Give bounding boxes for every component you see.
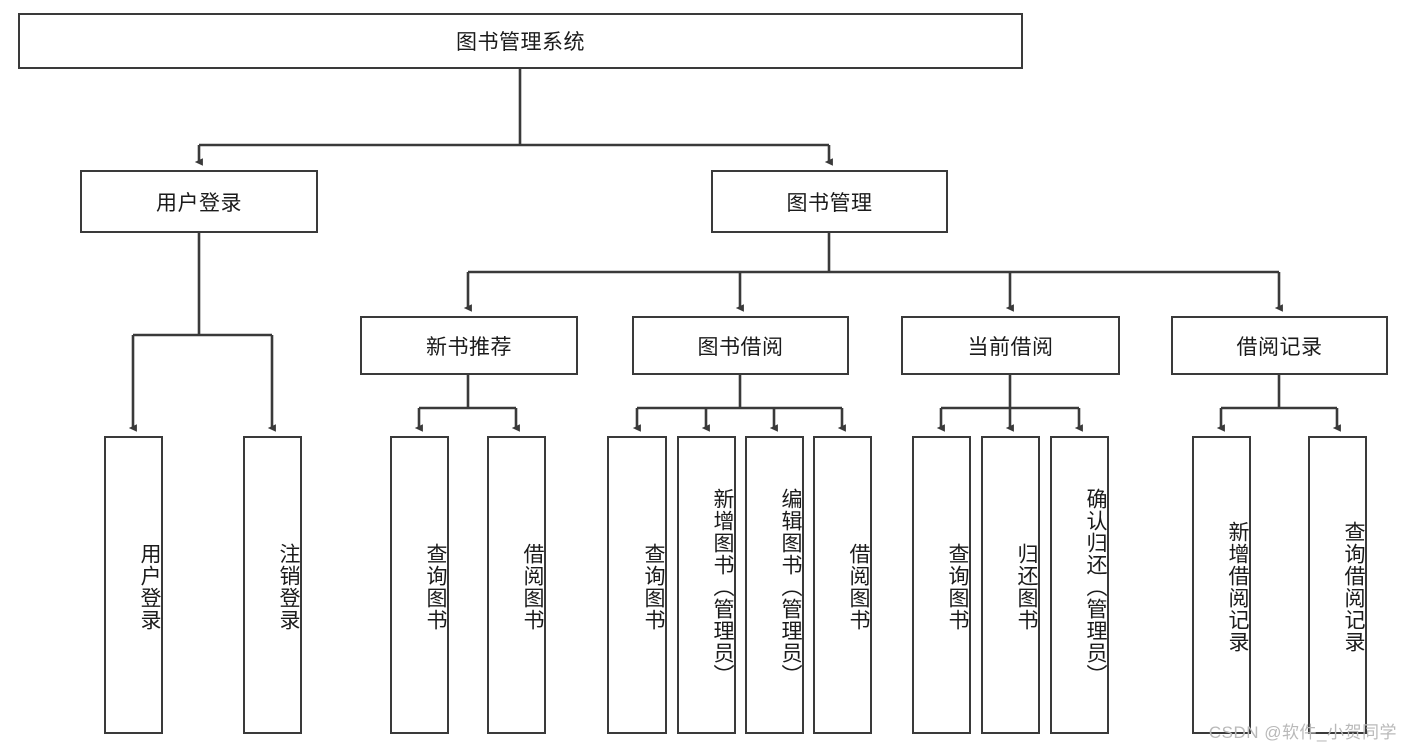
node-current-borrowing[interactable]: 当前借阅 xyxy=(901,316,1120,375)
leaf-borrow-record-query-record[interactable]: 查询借阅记录 xyxy=(1308,436,1367,734)
leaf-current-borrow-confirm-return-admin[interactable]: 确认归还（管理员） xyxy=(1050,436,1109,734)
leaf-user-login-login[interactable]: 用户登录 xyxy=(104,436,163,734)
node-book-management[interactable]: 图书管理 xyxy=(711,170,948,233)
leaf-book-borrow-edit-book-admin[interactable]: 编辑图书（管理员） xyxy=(745,436,804,734)
leaf-borrow-record-add-record[interactable]: 新增借阅记录 xyxy=(1192,436,1251,734)
leaf-current-borrow-query-books[interactable]: 查询图书 xyxy=(912,436,971,734)
leaf-new-book-query-books[interactable]: 查询图书 xyxy=(390,436,449,734)
leaf-book-borrow-add-book-admin[interactable]: 新增图书（管理员） xyxy=(677,436,736,734)
node-user-login[interactable]: 用户登录 xyxy=(80,170,318,233)
node-root-book-management-system[interactable]: 图书管理系统 xyxy=(18,13,1023,69)
leaf-book-borrow-query-books[interactable]: 查询图书 xyxy=(607,436,667,734)
node-new-book-recommendation[interactable]: 新书推荐 xyxy=(360,316,578,375)
csdn-watermark: CSDN @软件_小贺同学 xyxy=(1208,723,1397,742)
leaf-new-book-borrow-books[interactable]: 借阅图书 xyxy=(487,436,546,734)
node-book-borrowing[interactable]: 图书借阅 xyxy=(632,316,849,375)
node-borrowing-record[interactable]: 借阅记录 xyxy=(1171,316,1388,375)
leaf-user-login-logout[interactable]: 注销登录 xyxy=(243,436,302,734)
leaf-book-borrow-borrow-books[interactable]: 借阅图书 xyxy=(813,436,872,734)
leaf-current-borrow-return-books[interactable]: 归还图书 xyxy=(981,436,1040,734)
